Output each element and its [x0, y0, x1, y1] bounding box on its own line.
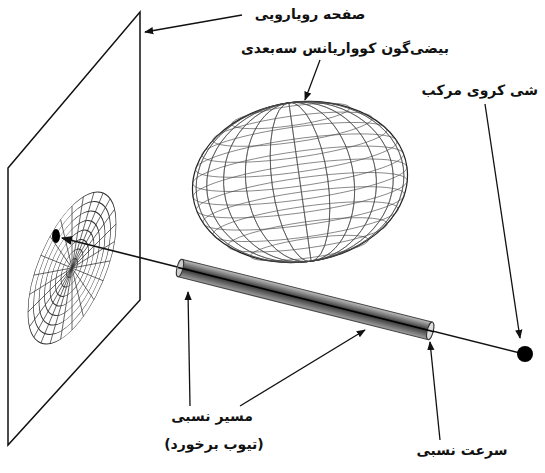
covariance-ellipsoid	[182, 88, 418, 277]
spherical-object	[517, 346, 533, 362]
encounter-plane	[8, 12, 140, 445]
leader-lines	[145, 15, 520, 440]
collision-tube	[175, 259, 436, 341]
velocity-label: سرعت نسبی	[416, 442, 507, 459]
tube-label: (تیوب برخورد)	[164, 436, 264, 453]
projected-ellipse	[28, 162, 116, 374]
path-label: مسیر نسبی	[171, 408, 253, 425]
hit-point	[52, 229, 60, 243]
ellipsoid-label: بیضی‌گون کوواریانس سه‌بعدی	[241, 40, 449, 57]
object-label: شی کروی مرکب	[422, 82, 538, 99]
relative-velocity-line	[62, 238, 520, 353]
plane-label: صفحه رویارویی	[255, 6, 366, 23]
